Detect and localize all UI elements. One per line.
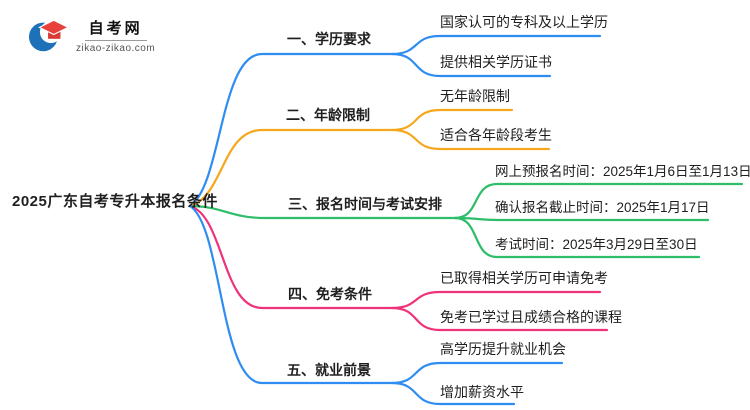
- graduation-cap-logo-icon: [28, 19, 70, 52]
- branch-topic-1: 一、学历要求: [287, 31, 371, 47]
- logo-domain: zikao-zikao.com: [76, 42, 156, 54]
- subtopic-5-1: 高学历提升就业机会: [440, 341, 566, 357]
- subtopic-4-2: 免考已学过且成绩合格的课程: [440, 309, 622, 325]
- subtopic-5-2: 增加薪资水平: [440, 384, 524, 400]
- subtopic-3-1: 网上预报名时间：2025年1月6日至1月13日: [495, 164, 750, 179]
- branch-2-lines: [188, 108, 551, 208]
- subtopic-1-2: 提供相关学历证书: [440, 54, 552, 70]
- subtopic-1-1: 国家认可的专科及以上学历: [440, 14, 608, 30]
- branch-3-lines: [188, 182, 744, 259]
- branch-topic-4: 四、免考条件: [288, 286, 372, 302]
- logo-title: 自考网: [84, 17, 147, 41]
- branch-4-lines: [188, 204, 609, 332]
- subtopic-2-2: 适合各年龄段考生: [440, 127, 552, 143]
- branch-topic-5: 五、就业前景: [287, 362, 371, 378]
- branch-topic-3: 三、报名时间与考试安排: [288, 196, 442, 212]
- branch-1-lines: [188, 34, 602, 208]
- branch-5-lines: [188, 204, 564, 406]
- subtopic-2-1: 无年龄限制: [440, 88, 510, 104]
- subtopic-4-1: 已取得相关学历可申请免考: [440, 270, 608, 286]
- subtopic-3-3: 考试时间：2025年3月29日至30日: [495, 237, 698, 252]
- branch-topic-2: 二、年龄限制: [286, 107, 370, 123]
- subtopic-3-2: 确认报名截止时间：2025年1月17日: [495, 200, 710, 215]
- central-topic: 2025广东自考专升本报名条件: [12, 193, 218, 210]
- site-logo[interactable]: 自考网 zikao-zikao.com: [28, 15, 155, 55]
